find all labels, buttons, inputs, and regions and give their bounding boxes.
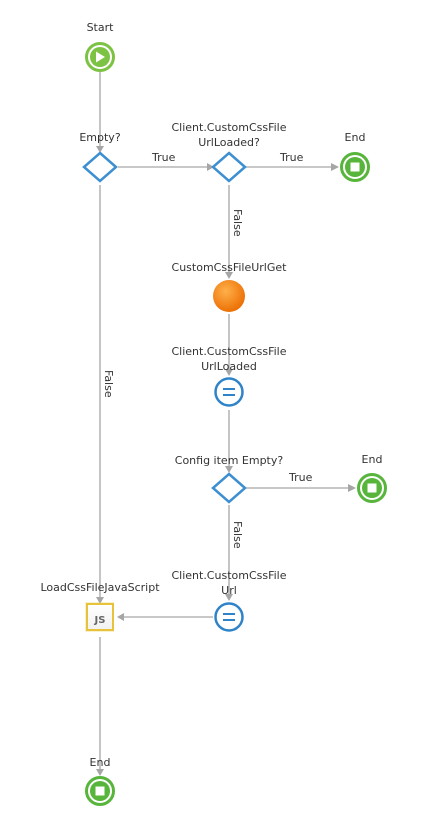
- arrowhead: [207, 163, 214, 171]
- arrowhead: [117, 613, 124, 621]
- loaded-check-label-line1: Client.CustomCssFile: [171, 121, 287, 134]
- loaded-check-label-line2: UrlLoaded?: [198, 136, 260, 149]
- end-mid-label: End: [361, 453, 383, 466]
- url-get-node[interactable]: [213, 280, 245, 312]
- edge-label-empty-true: True: [152, 151, 176, 164]
- assign-url-label-line1: Client.CustomCssFile: [171, 569, 287, 582]
- arrowhead: [225, 466, 233, 473]
- assign-loaded-label-line1: Client.CustomCssFile: [171, 345, 287, 358]
- arrowhead: [331, 163, 339, 171]
- equals-icon: [223, 613, 235, 621]
- empty-decision[interactable]: [82, 151, 118, 183]
- start-node[interactable]: [85, 42, 115, 72]
- assign-url-node[interactable]: [214, 602, 244, 632]
- assign-loaded-label-line2: UrlLoaded: [201, 360, 257, 373]
- loaded-decision[interactable]: [211, 151, 247, 183]
- url-get-label: CustomCssFileUrlGet: [171, 261, 287, 274]
- edge-label-empty-false: False: [102, 370, 115, 398]
- end-mid-node[interactable]: [357, 473, 387, 503]
- arrowhead: [96, 769, 104, 776]
- stop-icon: [95, 786, 105, 796]
- edge-label-config-true: True: [289, 471, 313, 484]
- arrowhead: [225, 594, 233, 601]
- equals-icon: [223, 388, 235, 396]
- end-bottom-label: End: [89, 756, 111, 769]
- assign-loaded-node[interactable]: [214, 377, 244, 407]
- config-empty-decision[interactable]: [211, 472, 247, 504]
- config-empty-label: Config item Empty?: [174, 454, 284, 467]
- arrowhead: [96, 146, 104, 153]
- edge-label-loaded-false: False: [231, 209, 244, 237]
- end-top-node[interactable]: [340, 152, 370, 182]
- edge-label-loaded-true: True: [280, 151, 304, 164]
- empty-label: Empty?: [79, 131, 121, 144]
- arrowhead: [225, 272, 233, 279]
- arrowhead: [348, 484, 356, 492]
- assign-url-label-line2: Url: [221, 584, 237, 597]
- play-icon: [96, 51, 105, 63]
- stop-icon: [350, 162, 360, 172]
- load-js-node[interactable]: JS: [85, 602, 114, 632]
- arrowhead: [225, 369, 233, 376]
- arrowhead: [96, 597, 104, 604]
- connectors: [99, 72, 353, 773]
- end-top-label: End: [344, 131, 366, 144]
- edge-label-config-false: False: [231, 521, 244, 549]
- end-bottom-node[interactable]: [85, 776, 115, 806]
- stop-icon: [367, 483, 377, 493]
- load-js-label: LoadCssFileJavaScript: [40, 581, 160, 594]
- arrowheads: [96, 146, 356, 776]
- start-label: Start: [86, 21, 114, 34]
- js-icon: JS: [94, 615, 106, 626]
